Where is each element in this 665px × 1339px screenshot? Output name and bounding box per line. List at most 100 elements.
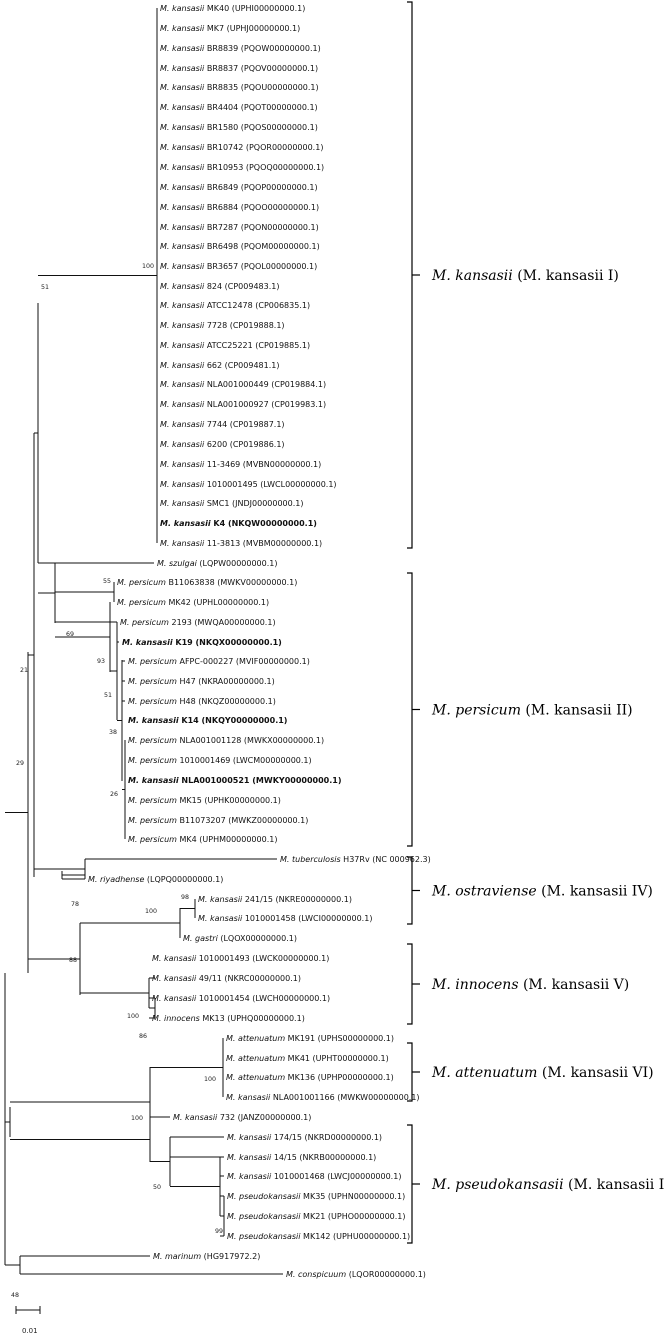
leaf-strain: (HG917972.2) — [201, 1252, 260, 1261]
leaf-strain: K4 (NKQW00000000.1) — [211, 519, 317, 528]
leaf-strain: 14/15 (NKRB00000000.1) — [271, 1153, 376, 1162]
leaf-label: M. kansasii 241/15 (NKRE00000000.1) — [198, 895, 352, 904]
bootstrap-value: 100 — [145, 908, 157, 915]
leaf-species: M. pseudokansasii — [227, 1192, 301, 1201]
bootstrap-value: 51 — [104, 692, 112, 699]
leaf-label: M. kansasii 1010001454 (LWCH00000000.1) — [152, 994, 330, 1003]
leaf-strain: 7744 (CP019887.1) — [204, 420, 284, 429]
leaf-strain: MK191 (UPHS00000000.1) — [285, 1034, 394, 1043]
leaf-species: M. kansasii — [160, 242, 205, 251]
leaf-label: M. kansasii SMC1 (JNDJ00000000.1) — [160, 499, 303, 508]
leaf-strain: NLA001001128 (MWKX00000000.1) — [177, 736, 324, 745]
leaf-species: M. kansasii — [128, 776, 179, 785]
clade-species: M. ostraviense — [431, 884, 537, 900]
leaf-label: M. persicum H48 (NKQZ00000000.1) — [128, 697, 276, 706]
leaf-species: M. kansasii — [160, 143, 205, 152]
leaf-label: M. kansasii K4 (NKQW00000000.1) — [160, 519, 317, 528]
leaf-strain: BR4404 (PQOT00000000.1) — [204, 103, 317, 112]
leaf-label: M. tuberculosis H37Rv (NC 000962.3) — [280, 855, 431, 864]
leaf-strain: 1010001493 (LWCK00000000.1) — [196, 954, 329, 963]
leaf-label: M. persicum AFPC-000227 (MVIF00000000.1) — [128, 657, 310, 666]
leaf-strain: BR10742 (PQOR00000000.1) — [204, 143, 323, 152]
tree-branches — [4, 8, 283, 1275]
bootstrap-value: 100 — [131, 1115, 143, 1122]
clade-label: M. ostraviense (M. kansasii IV) — [431, 884, 653, 900]
leaf-strain: 1010001468 (LWCJ00000000.1) — [271, 1172, 401, 1181]
leaf-label: M. pseudokansasii MK142 (UPHU00000000.1) — [227, 1232, 410, 1241]
leaf-label: M. attenuatum MK41 (UPHT00000000.1) — [226, 1054, 389, 1063]
leaf-species: M. persicum — [128, 657, 177, 666]
leaf-species: M. kansasii — [227, 1133, 272, 1142]
leaf-strain: MK35 (UPHN00000000.1) — [301, 1192, 406, 1201]
leaf-species: M. riyadhense — [88, 875, 144, 884]
leaf-strain: MK142 (UPHU00000000.1) — [301, 1232, 411, 1241]
bootstrap-value: 38 — [109, 729, 117, 736]
leaf-strain: 1010001495 (LWCL00000000.1) — [204, 480, 336, 489]
leaf-label: M. kansasii BR3657 (PQOL00000000.1) — [160, 262, 317, 271]
leaf-species: M. kansasii — [160, 83, 205, 92]
clade-group: (M. kansasii I) — [513, 268, 619, 284]
leaf-strain: 6200 (CP019886.1) — [204, 440, 284, 449]
leaf-species: M. attenuatum — [226, 1034, 285, 1043]
bootstrap-value: 29 — [16, 760, 24, 767]
leaf-label: M. kansasii BR10953 (PQOQ00000000.1) — [160, 163, 324, 172]
leaf-label: M. kansasii 1010001468 (LWCJ00000000.1) — [227, 1172, 401, 1181]
bootstrap-value: 55 — [103, 578, 111, 585]
leaf-strain: K19 (NKQX00000000.1) — [173, 638, 282, 647]
leaf-label: M. kansasii MK40 (UPHI00000000.1) — [160, 4, 305, 13]
leaf-strain: NLA001000927 (CP019983.1) — [204, 400, 326, 409]
leaf-species: M. kansasii — [173, 1113, 218, 1122]
bootstrap-value: 78 — [71, 901, 79, 908]
leaf-species: M. kansasii — [198, 914, 243, 923]
leaf-label: M. kansasii MK7 (UPHJ00000000.1) — [160, 24, 300, 33]
leaf-strain: BR6849 (PQOP00000000.1) — [204, 183, 317, 192]
leaf-strain: BR8837 (PQOV00000000.1) — [204, 64, 318, 73]
leaf-label: M. attenuatum MK191 (UPHS00000000.1) — [226, 1034, 394, 1043]
clade-species: M. persicum — [431, 703, 521, 719]
leaf-species: M. kansasii — [160, 480, 205, 489]
leaf-labels: M. kansasii MK40 (UPHI00000000.1)M. kans… — [88, 4, 431, 1279]
bootstrap-value: 88 — [69, 957, 77, 964]
leaf-species: M. persicum — [128, 677, 177, 686]
leaf-label: M. marinum (HG917972.2) — [153, 1252, 260, 1261]
leaf-species: M. persicum — [128, 796, 177, 805]
bootstrap-value: 69 — [66, 631, 74, 638]
leaf-species: M. marinum — [153, 1252, 201, 1261]
leaf-strain: 49/11 (NKRC00000000.1) — [196, 974, 301, 983]
bootstrap-value: 100 — [204, 1076, 216, 1083]
leaf-strain: BR3657 (PQOL00000000.1) — [204, 262, 317, 271]
leaf-species: M. persicum — [117, 578, 166, 587]
leaf-label: M. persicum MK15 (UPHK00000000.1) — [128, 796, 281, 805]
leaf-strain: BR8835 (PQOU00000000.1) — [204, 83, 318, 92]
leaf-label: M. kansasii 7728 (CP019888.1) — [160, 321, 285, 330]
leaf-label: M. kansasii 6200 (CP019886.1) — [160, 440, 285, 449]
leaf-species: M. kansasii — [160, 24, 205, 33]
leaf-species: M. persicum — [128, 756, 177, 765]
leaf-strain: MK15 (UPHK00000000.1) — [177, 796, 281, 805]
clade-group: (M. kansasii III) — [564, 1177, 665, 1193]
leaf-label: M. kansasii NLA001001166 (MWKW00000000.1… — [226, 1093, 420, 1102]
leaf-label: M. kansasii BR1580 (PQOS00000000.1) — [160, 123, 318, 132]
leaf-species: M. kansasii — [160, 4, 205, 13]
leaf-label: M. kansasii 1010001458 (LWCI00000000.1) — [198, 914, 372, 923]
leaf-strain: NLA001000521 (MWKY00000000.1) — [179, 776, 342, 785]
leaf-species: M. kansasii — [160, 380, 205, 389]
clade-label: M. kansasii (M. kansasii I) — [431, 268, 619, 284]
leaf-strain: B11073207 (MWKZ00000000.1) — [177, 816, 308, 825]
leaf-label: M. attenuatum MK136 (UPHP00000000.1) — [226, 1073, 394, 1082]
leaf-species: M. kansasii — [227, 1172, 272, 1181]
leaf-strain: MK4 (UPHM00000000.1) — [177, 835, 278, 844]
leaf-species: M. attenuatum — [226, 1054, 285, 1063]
clade-bracket — [407, 943, 413, 1025]
leaf-strain: 174/15 (NKRD00000000.1) — [271, 1133, 382, 1142]
leaf-label: M. kansasii 824 (CP009483.1) — [160, 282, 279, 291]
leaf-label: M. kansasii 7744 (CP019887.1) — [160, 420, 285, 429]
leaf-strain: MK136 (UPHP00000000.1) — [285, 1073, 394, 1082]
leaf-strain: 241/15 (NKRE00000000.1) — [242, 895, 352, 904]
leaf-label: M. persicum MK4 (UPHM00000000.1) — [128, 835, 277, 844]
leaf-species: M. kansasii — [160, 519, 211, 528]
leaf-strain: ATCC12478 (CP006835.1) — [204, 301, 310, 310]
clade-brackets — [407, 1, 420, 1244]
bootstrap-value: 48 — [11, 1292, 19, 1299]
leaf-label: M. kansasii 49/11 (NKRC00000000.1) — [152, 974, 301, 983]
